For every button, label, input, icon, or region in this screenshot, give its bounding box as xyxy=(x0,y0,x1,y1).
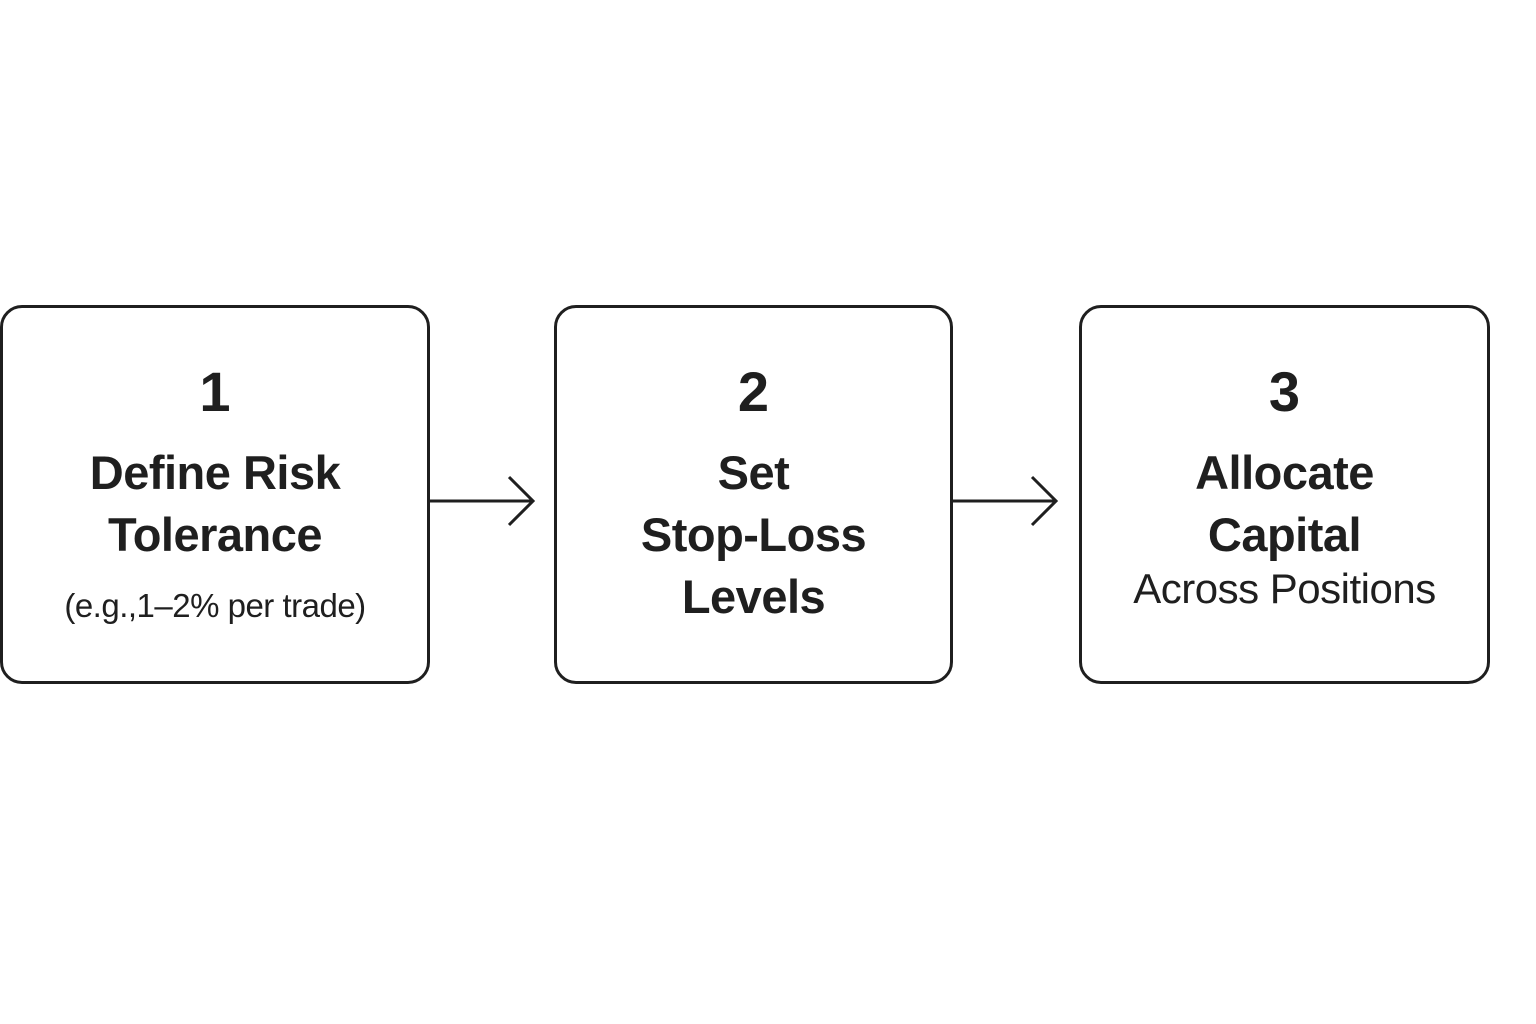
step-number: 2 xyxy=(737,360,770,423)
step-box-1: 1 Define Risk Tolerance (e.g.,1–2% per t… xyxy=(0,305,430,684)
step-title-line: Allocate xyxy=(1195,446,1374,499)
step-box-2: 2 Set Stop-Loss Levels xyxy=(554,305,953,684)
step-title: Define Risk Tolerance xyxy=(3,442,427,566)
step-number: 3 xyxy=(1268,360,1301,423)
step-title: Allocate Capital xyxy=(1082,442,1487,566)
step-title-line: Capital xyxy=(1207,508,1362,561)
step-note: (e.g.,1–2% per trade) xyxy=(64,587,366,624)
arrow-right-icon xyxy=(430,475,536,527)
step-title-line: Stop-Loss xyxy=(640,508,867,561)
step-title: Set Stop-Loss Levels xyxy=(557,442,950,628)
step-number: 1 xyxy=(199,360,231,423)
step-title-line: Levels xyxy=(681,570,826,623)
step-box-3: 3 Allocate Capital Across Positions xyxy=(1079,305,1490,684)
step-note: Across Positions xyxy=(1133,565,1436,612)
step-title-line: Set xyxy=(717,446,790,499)
arrow-right-icon xyxy=(953,475,1059,527)
step-title-line: Tolerance xyxy=(107,508,323,561)
step-title-line: Define Risk xyxy=(89,446,341,499)
